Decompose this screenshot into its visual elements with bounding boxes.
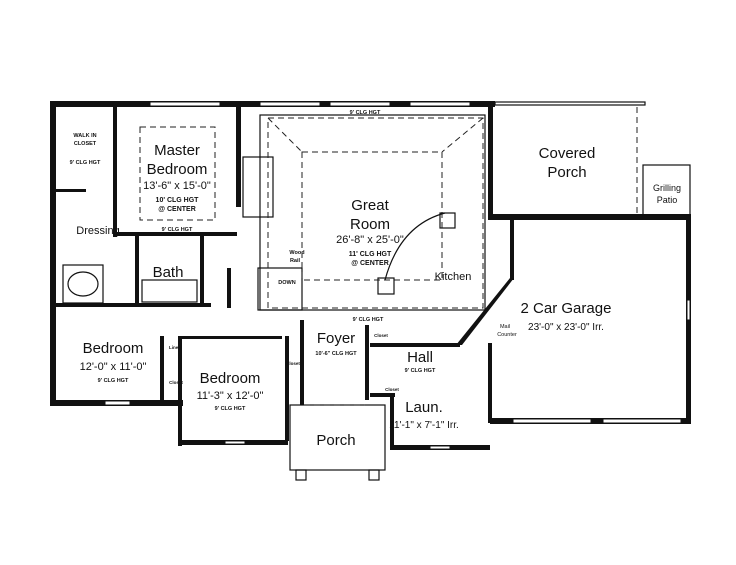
bedroom-left-closet-label: Closet: [169, 380, 183, 385]
garage-size: 23'-0" x 23'-0" Irr.: [528, 322, 604, 333]
dressing-label: Dressing: [76, 225, 119, 237]
great-room-ceiling-top: 9' CLG HGT: [350, 110, 381, 116]
foyer-label: Foyer: [317, 330, 355, 347]
bedroom-left-size: 12'-0" x 11'-0": [80, 361, 147, 373]
great-room-ceiling-center: @ CENTER: [351, 260, 389, 267]
great-room-label: Great: [351, 197, 389, 214]
laundry-size: 11'-1" x 7'-1" Irr.: [389, 420, 459, 431]
bedroom-left-label: Bedroom: [83, 340, 144, 357]
bedroom-center-label: Bedroom: [200, 370, 261, 387]
room-labels: WALK IN CLOSET 9' CLG HGT Master Bedroom…: [70, 110, 681, 449]
foyer-closet-label: Closet: [374, 333, 388, 338]
master-bedroom-label-2: Bedroom: [147, 161, 208, 178]
mail-counter-label-2: Counter: [497, 332, 517, 338]
walk-in-closet-label: WALK IN: [73, 133, 96, 139]
laundry-label: Laun.: [405, 399, 443, 416]
hall-label: Hall: [407, 349, 433, 366]
bedroom-left-ceiling: 9' CLG HGT: [98, 378, 129, 384]
foyer-ceiling: 10'-6" CLG HGT: [315, 351, 357, 357]
kitchen-label: Kitchen: [435, 271, 472, 283]
stairs-down-label: DOWN: [278, 280, 295, 286]
hall-closet-label: Closet: [385, 387, 399, 392]
great-room-ceiling-bottom: 9' CLG HGT: [353, 317, 384, 323]
bedroom-center-closet-label: Closet: [286, 361, 300, 366]
porch-label: Porch: [316, 432, 355, 449]
great-room-label-2: Room: [350, 216, 390, 233]
walk-in-closet-ceiling: 9' CLG HGT: [70, 160, 101, 166]
walk-in-closet-label-2: CLOSET: [74, 141, 97, 147]
wood-rail-label: Wood: [289, 250, 304, 256]
grilling-patio-label: Grilling: [653, 183, 681, 193]
great-room-size: 26'-8" x 25'-0": [336, 234, 404, 246]
grilling-patio-label-2: Patio: [657, 195, 678, 205]
bath-label: Bath: [153, 264, 184, 281]
great-room-ceiling: 11' CLG HGT: [349, 251, 392, 258]
hall-ceiling: 9' CLG HGT: [405, 368, 436, 374]
master-bedroom-label: Master: [154, 142, 200, 159]
garage-label: 2 Car Garage: [521, 300, 612, 317]
bedroom-center-size: 11'-3" x 12'-0": [197, 390, 264, 402]
master-bedroom-size: 13'-6" x 15'-0": [143, 180, 211, 192]
master-bedroom-ceiling: 10' CLG HGT: [156, 197, 200, 204]
wood-rail-label-2: Rail: [290, 258, 301, 264]
master-bedroom-ceiling-center: @ CENTER: [158, 206, 196, 213]
linen-label: Linen: [169, 345, 181, 350]
covered-porch-label-2: Porch: [547, 164, 586, 181]
mail-counter-label: Mail: [500, 324, 510, 330]
ceiling-outlines: [139, 117, 484, 309]
walls: [50, 101, 691, 481]
covered-porch-label: Covered: [539, 145, 596, 162]
master-bedroom-ceiling-edge: 9' CLG HGT: [162, 227, 193, 233]
bedroom-center-ceiling: 9' CLG HGT: [215, 406, 246, 412]
